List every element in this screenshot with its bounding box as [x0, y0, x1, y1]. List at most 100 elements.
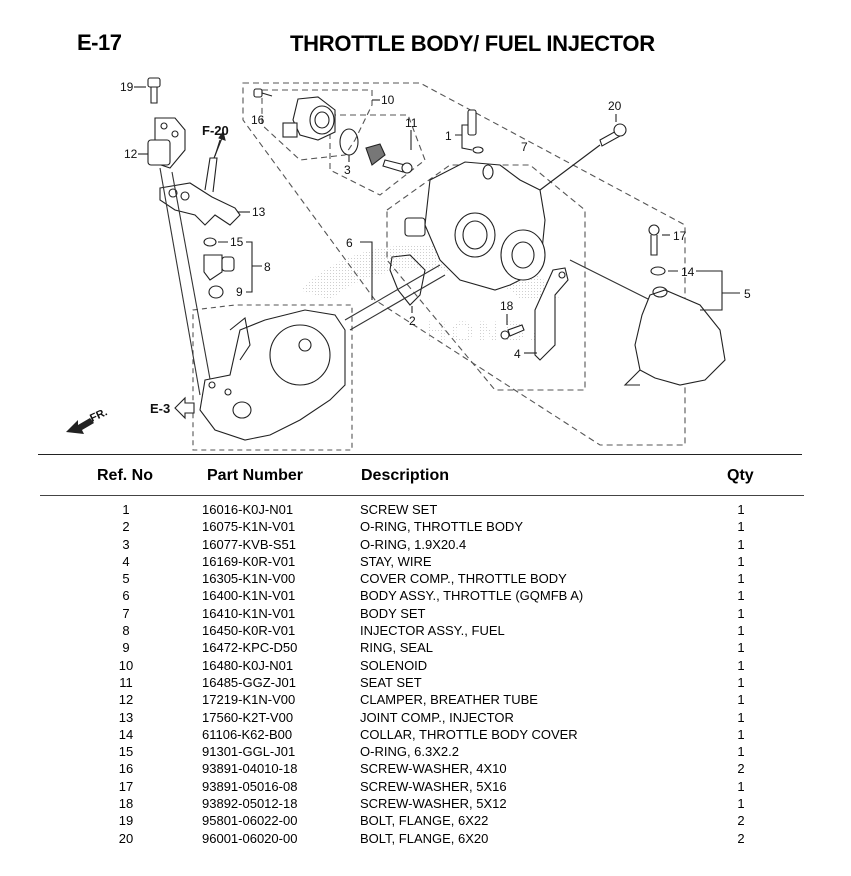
bolt-20	[539, 114, 627, 191]
ref-no-cell: 15	[118, 744, 134, 760]
header-description: Description	[361, 467, 450, 484]
header-part-number: Part Number	[207, 467, 304, 484]
part-number-cell[interactable]: 93891-04010-18	[202, 761, 298, 777]
breather-tube-clamper-12	[138, 117, 186, 169]
ref-no-cell: 13	[118, 709, 134, 725]
description-cell: BOLT, FLANGE, 6X20	[360, 830, 489, 846]
qty-cell: 2	[737, 813, 745, 829]
ref-no-cell: 18	[118, 796, 134, 812]
callout-18: 18	[500, 299, 514, 313]
ref-no-cell: 19	[118, 813, 134, 829]
callout-11: 11	[405, 116, 418, 130]
part-number-cell[interactable]: 16169-K0R-V01	[202, 553, 296, 569]
callout-12: 12	[124, 147, 138, 161]
qty-cell: 1	[737, 571, 745, 587]
ref-no-cell: 6	[122, 588, 130, 604]
qty-cell: 2	[737, 830, 745, 846]
qty-cell: 1	[737, 536, 745, 552]
description-cell: SCREW SET	[360, 502, 438, 517]
description-cell: SCREW-WASHER, 4X10	[360, 761, 507, 777]
description-cell: STAY, WIRE	[360, 553, 432, 569]
qty-cell: 1	[737, 657, 745, 673]
ref-no-cell: 8	[122, 623, 130, 639]
ref-no-cell: 4	[122, 553, 130, 569]
callout-10: 10	[381, 93, 395, 107]
part-number-cell[interactable]: 16016-K0J-N01	[202, 502, 294, 517]
part-number-cell[interactable]: 16485-GGZ-J01	[202, 674, 296, 690]
ref-f20[interactable]: F-20	[202, 123, 229, 138]
description-cell: INJECTOR ASSY., FUEL	[360, 623, 505, 639]
header-ref-no: Ref. No	[97, 467, 153, 484]
page-title: THROTTLE BODY/ FUEL INJECTOR	[290, 31, 655, 56]
exploded-parts-diagram: HONDA	[66, 77, 751, 451]
ref-no-cell: 20	[118, 830, 134, 846]
qty-cell: 1	[737, 553, 745, 569]
callout-4: 4	[514, 347, 521, 361]
part-number-cell[interactable]: 16450-K0R-V01	[202, 623, 296, 639]
qty-cell: 1	[737, 744, 745, 760]
part-number-cell[interactable]: 16410-K1N-V01	[202, 605, 296, 621]
callout-1: 1	[445, 129, 452, 143]
callout-14: 14	[681, 265, 695, 279]
part-number-cell[interactable]: 95801-06022-00	[202, 813, 298, 829]
part-number-cell[interactable]: 16400-K1N-V01	[202, 588, 296, 604]
part-number-cell[interactable]: 16077-KVB-S51	[202, 536, 296, 552]
qty-cell: 1	[737, 674, 745, 690]
part-number-cell[interactable]: 17560-K2T-V00	[202, 709, 294, 725]
ref-no-cell: 9	[122, 640, 130, 656]
description-cell: RING, SEAL	[360, 640, 433, 656]
qty-cell: 2	[737, 761, 745, 777]
ref-no-cell: 14	[118, 726, 134, 742]
e3-arrow	[174, 396, 195, 420]
throttle-body-o-ring-2	[389, 254, 426, 306]
solenoid-group-box	[261, 89, 373, 161]
f20-arrow	[213, 137, 223, 159]
part-number-cell[interactable]: 93891-05016-08	[202, 778, 298, 794]
part-number-cell[interactable]: 17219-K1N-V00	[202, 692, 296, 708]
qty-cell: 1	[737, 640, 745, 656]
ref-e3[interactable]: E-3	[150, 401, 170, 416]
callout-3: 3	[344, 163, 351, 177]
front-label: FR.	[88, 406, 109, 424]
callout-15: 15	[230, 235, 244, 249]
callout-5: 5	[744, 287, 751, 301]
svg-text:HONDA: HONDA	[425, 316, 555, 349]
callout-8: 8	[264, 260, 271, 274]
screw-washer-18	[500, 314, 525, 340]
callout-20: 20	[608, 99, 622, 113]
callout-16: 16	[251, 113, 265, 127]
description-cell: SCREW-WASHER, 5X12	[360, 796, 507, 812]
qty-cell: 1	[737, 605, 745, 621]
description-cell: COVER COMP., THROTTLE BODY	[360, 571, 567, 587]
table-top-rule	[38, 454, 802, 455]
part-number-cell[interactable]: 16305-K1N-V00	[202, 571, 296, 587]
part-number-cell[interactable]: 96001-06020-00	[202, 830, 298, 846]
part-number-cell[interactable]: 16075-K1N-V01	[202, 519, 296, 535]
part-number-cell[interactable]: 91301-GGL-J01	[202, 744, 296, 760]
part-number-cell[interactable]: 93892-05012-18	[202, 796, 298, 812]
callout-19: 19	[120, 80, 134, 94]
injector-joint-13	[159, 139, 250, 226]
part-number-cell[interactable]: 16472-KPC-D50	[202, 640, 298, 656]
description-cell: O-RING, THROTTLE BODY	[360, 519, 523, 535]
fuel-injector-8	[203, 237, 262, 299]
o-ring-3	[339, 128, 359, 156]
part-number-cell[interactable]: 16480-K0J-N01	[202, 657, 294, 673]
seat-set-11	[365, 130, 413, 174]
part-number-cell[interactable]: 61106-K62-B00	[202, 726, 293, 742]
callout-6: 6	[346, 236, 353, 250]
page-code: E-17	[77, 30, 122, 55]
